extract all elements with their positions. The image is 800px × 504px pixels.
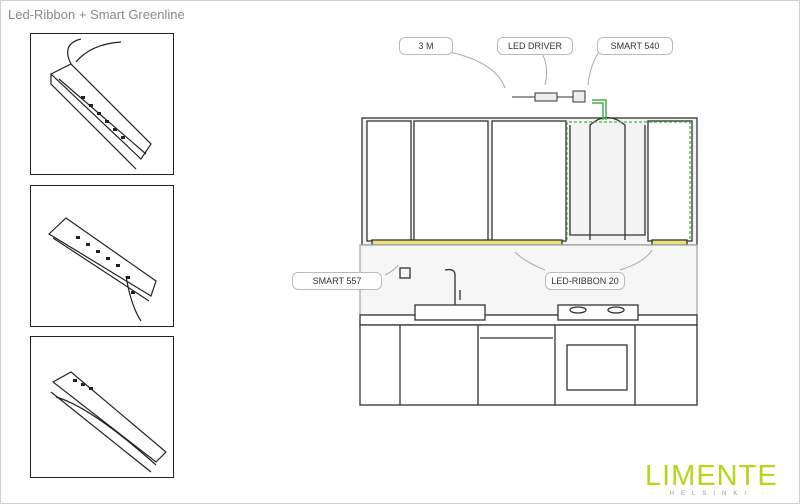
profile-illustration-3 (50, 371, 167, 473)
limente-logo-sub: · HELSINKI · (652, 491, 771, 497)
page-title: Led-Ribbon + Smart Greenline (8, 7, 185, 22)
label-cable: 3 M (399, 37, 453, 55)
profile-illustration-1 (49, 38, 152, 170)
label-led-ribbon: LED-RIBBON 20 (545, 272, 625, 290)
profile-detail-2 (30, 185, 174, 327)
label-smart-540: SMART 540 (597, 37, 673, 55)
limente-logo: LIMENTE (645, 460, 778, 492)
label-led-driver: LED DRIVER (497, 37, 573, 55)
profile-illustration-2 (48, 217, 157, 322)
profile-detail-1 (30, 33, 174, 175)
label-smart-557: SMART 557 (292, 272, 382, 290)
profile-detail-3 (30, 336, 174, 478)
